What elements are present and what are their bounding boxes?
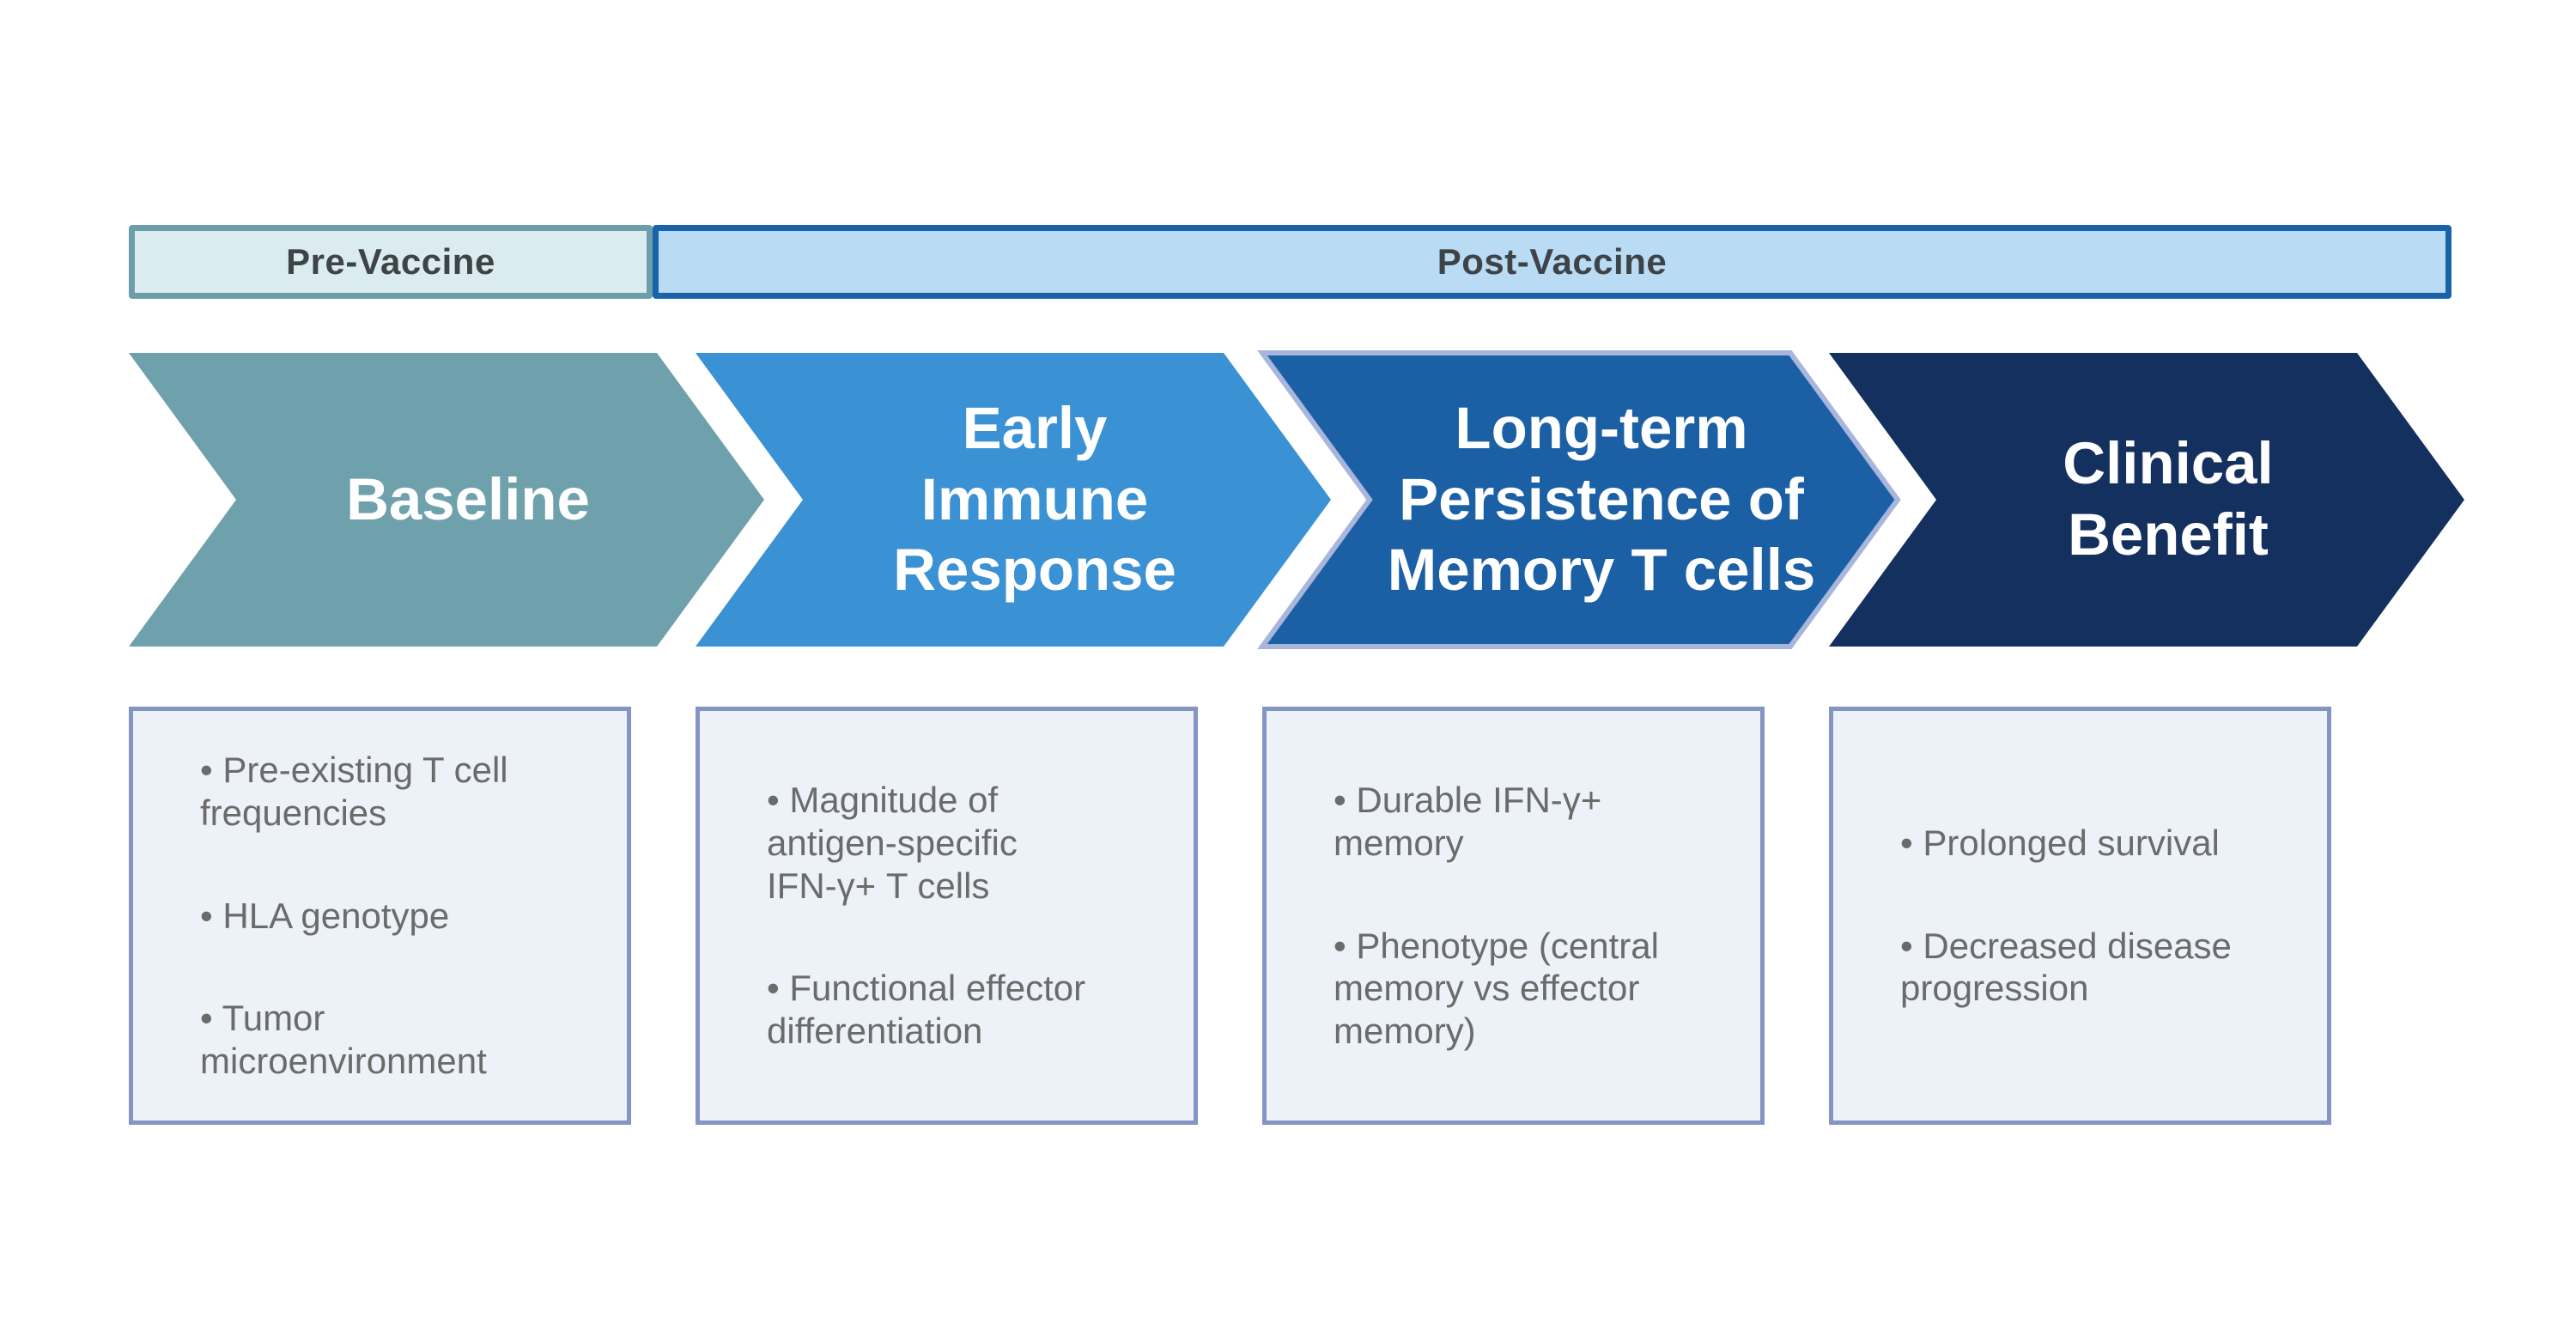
stage-label-early-immune-response: Early Immune Response [893, 394, 1176, 604]
chevron-polygon [1829, 353, 2464, 647]
phase-label-pre-vaccine: Pre-Vaccine [286, 241, 495, 282]
bullet-item: • Pre-existing T cell frequencies [200, 749, 508, 833]
info-box-early-immune-response: • Magnitude of antigen-specific IFN-γ+ T… [696, 707, 1198, 1125]
phase-label-post-vaccine: Post-Vaccine [1437, 241, 1668, 282]
chevron-polygon [129, 353, 764, 647]
stage-label-clinical-benefit: Clinical Benefit [2063, 430, 2274, 568]
chevron-shape [129, 353, 764, 647]
bullet-item: • Durable IFN-γ+ memory [1334, 779, 1602, 863]
bullet-item: • HLA genotype [200, 895, 450, 936]
chevron-shape [1257, 350, 1901, 649]
phase-bar-pre-vaccine: Pre-Vaccine [129, 225, 653, 299]
chevron-polygon [1257, 350, 1901, 649]
bullet-item: • Functional effector differentiation [767, 968, 1086, 1052]
stage-label-long-term-persistence: Long-term Persistence of Memory T cells [1387, 394, 1816, 604]
stage-arrow-baseline: Baseline [129, 353, 764, 647]
stage-arrow-long-term-persistence: Long-term Persistence of Memory T cells [1257, 350, 1901, 649]
stage-arrow-clinical-benefit: Clinical Benefit [1829, 353, 2464, 647]
chevron-polygon [696, 353, 1331, 647]
chevron-shape [696, 353, 1331, 647]
bullet-item: • Decreased disease progression [1900, 925, 2232, 1009]
bullet-item: • Phenotype (central memory vs effector … [1334, 925, 1659, 1052]
stage-label-baseline: Baseline [346, 465, 590, 532]
info-box-clinical-benefit: • Prolonged survival • Decreased disease … [1829, 707, 2331, 1125]
info-box-long-term-persistence: • Durable IFN-γ+ memory • Phenotype (cent… [1262, 707, 1765, 1125]
bullet-item: • Tumor microenvironment [200, 998, 487, 1082]
bullet-item: • Magnitude of antigen-specific IFN-γ+ T… [767, 779, 1018, 906]
info-box-baseline: • Pre-existing T cell frequencies • HLA g… [129, 707, 631, 1125]
phase-bar-post-vaccine: Post-Vaccine [653, 225, 2451, 299]
bullet-item: • Prolonged survival [1900, 822, 2220, 863]
stage-arrow-early-immune-response: Early Immune Response [696, 353, 1331, 647]
chevron-shape [1829, 353, 2464, 647]
